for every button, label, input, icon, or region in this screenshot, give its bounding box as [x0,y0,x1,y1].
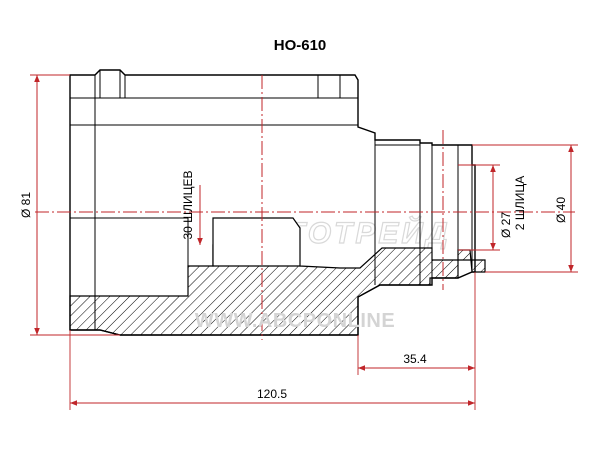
outer-diameter-label: Ø 81 [19,192,33,218]
shaft-diameter-label: Ø 27 [499,212,513,238]
stub-length-label: 35.4 [403,352,427,366]
total-length-label: 120.5 [257,387,287,401]
inner-cavity [212,217,301,267]
shaft-splines-label: 2 ШЛИЦА [513,176,527,230]
inner-splines-label: 30 ШЛИЦЕВ [181,170,195,239]
url-watermark: WWW.ABCPONLINE [195,310,395,332]
stub-diameter-label: Ø 40 [554,197,568,223]
part-number-title: HO-610 [274,37,327,54]
